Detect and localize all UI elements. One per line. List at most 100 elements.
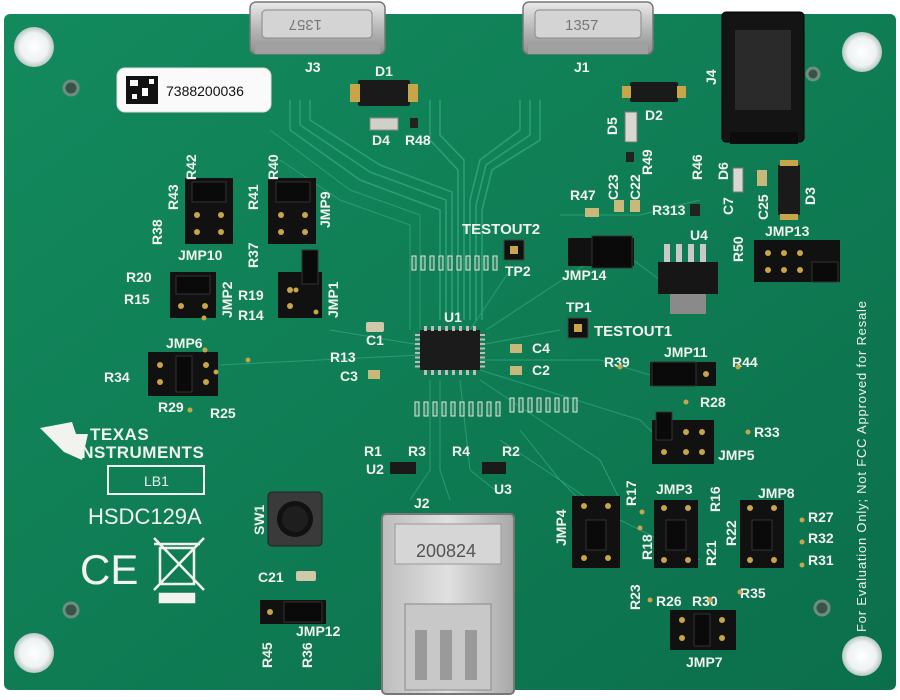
mounting-hole <box>14 27 54 67</box>
small-pads <box>187 287 805 603</box>
j3-marking: 1357 <box>289 16 322 33</box>
jmp3-label: JMP3 <box>656 481 693 497</box>
jumper-jmp10[interactable] <box>185 178 233 244</box>
r2-label: R2 <box>502 443 520 459</box>
capacitor-c21 <box>296 571 316 581</box>
jumper-jmp13[interactable] <box>754 240 840 283</box>
fiducial <box>62 79 80 97</box>
serial-label: 7388200036 <box>116 67 272 113</box>
r13-label: R13 <box>330 349 356 365</box>
jumper-jmp6[interactable] <box>148 352 218 396</box>
mounting-hole <box>842 636 882 676</box>
r20-label: R20 <box>126 269 152 285</box>
jmp2-label: JMP2 <box>219 281 235 318</box>
capacitor-c4 <box>510 344 522 353</box>
r21-label: R21 <box>703 540 719 566</box>
j3-label: J3 <box>305 59 321 75</box>
c7-label: C7 <box>720 197 736 215</box>
resistor-r46 <box>690 204 700 216</box>
jmp8-label: JMP8 <box>758 485 795 501</box>
jumper-jmp2[interactable] <box>170 272 216 318</box>
jmp4-label: JMP4 <box>553 509 569 546</box>
jumper-jmp1[interactable] <box>278 249 322 318</box>
ti-brand-line2: Instruments <box>76 443 204 462</box>
c2-label: C2 <box>532 362 550 378</box>
jumper-jmp8[interactable] <box>740 500 784 568</box>
capacitor-c23 <box>614 200 624 212</box>
pin-rows-top <box>411 255 498 271</box>
r16-label: R16 <box>707 486 723 512</box>
jumper-jmp4[interactable] <box>572 496 620 568</box>
mounting-hole <box>14 633 54 673</box>
diode-d1 <box>350 80 418 106</box>
weee-bin-icon <box>153 537 205 604</box>
r15-label: R15 <box>124 291 150 307</box>
jumper-jmp5[interactable] <box>652 411 714 464</box>
d4-label: D4 <box>372 132 390 148</box>
diode-d3 <box>778 165 800 215</box>
r3-label: R3 <box>408 443 426 459</box>
r50-label: R50 <box>730 236 746 262</box>
jumper-jmp11[interactable] <box>650 361 716 387</box>
jumper-jmp9[interactable] <box>268 178 316 244</box>
usb-connector-j1[interactable]: 1357 <box>522 1 654 55</box>
testout2-label: TESTOUT2 <box>462 221 540 238</box>
j2-marking: 200824 <box>416 541 476 561</box>
diode-d4 <box>369 117 399 131</box>
r40-label: R40 <box>265 154 281 180</box>
usb-connector-j3[interactable]: 1357 <box>249 1 386 55</box>
ic-u3 <box>482 462 506 474</box>
lb1-box <box>107 465 205 495</box>
jmp14-label: JMP14 <box>562 267 607 283</box>
c21-label: C21 <box>258 569 284 585</box>
r26-label: R26 <box>656 593 682 609</box>
jmp1-label: JMP1 <box>325 281 341 318</box>
u3-label: U3 <box>494 481 512 497</box>
r32-label: R32 <box>808 530 834 546</box>
model-label: HSDC129A <box>88 504 202 529</box>
jmp9-label: JMP9 <box>317 191 333 228</box>
jumper-jmp14[interactable] <box>568 235 634 269</box>
r18-label: R18 <box>639 534 655 560</box>
j2-label: J2 <box>414 495 430 511</box>
c25-label: C25 <box>755 194 771 220</box>
diode-d2 <box>630 82 678 102</box>
r35-label: R35 <box>740 585 766 601</box>
ic-u1 <box>415 326 485 375</box>
u2-label: U2 <box>366 461 384 477</box>
mounting-hole <box>842 32 882 72</box>
u4-label: U4 <box>690 227 708 243</box>
r4-label: R4 <box>452 443 470 459</box>
r23-label: R23 <box>627 584 643 610</box>
jumper-jmp12[interactable] <box>260 600 326 624</box>
ti-logo: Texas Instruments <box>40 422 204 462</box>
d5-label: D5 <box>604 117 620 135</box>
r46-label: R46 <box>689 154 705 180</box>
d2-label: D2 <box>645 107 663 123</box>
barrel-jack-j4[interactable] <box>721 11 805 144</box>
jumper-jmp7[interactable] <box>670 610 736 650</box>
sw1-label: SW1 <box>251 504 267 535</box>
texas-state-icon <box>40 422 88 460</box>
usb-a-connector-j2[interactable]: 200824 <box>381 513 515 695</box>
fiducial <box>813 599 831 617</box>
pushbutton-sw1[interactable] <box>267 491 323 547</box>
u1-label: U1 <box>444 309 462 325</box>
r29-label: R29 <box>158 399 184 415</box>
jumper-jmp3[interactable] <box>654 500 698 568</box>
r14-label: R14 <box>238 307 264 323</box>
r313-label: R313 <box>652 202 686 218</box>
testout1-label: TESTOUT1 <box>594 323 672 340</box>
fcc-notice: For Evaluation Only; Not FCC Approved fo… <box>854 300 869 632</box>
j4-label: J4 <box>703 69 719 85</box>
r17-label: R17 <box>623 480 639 506</box>
lb1-label: LB1 <box>144 473 169 489</box>
copper-traces <box>219 100 701 561</box>
c23-label: C23 <box>605 174 621 200</box>
ti-brand-line1: Texas <box>90 425 149 444</box>
capacitor-c22 <box>630 200 640 212</box>
jmp6-label: JMP6 <box>166 335 203 351</box>
capacitor-c2 <box>510 366 522 375</box>
r33-label: R33 <box>754 424 780 440</box>
